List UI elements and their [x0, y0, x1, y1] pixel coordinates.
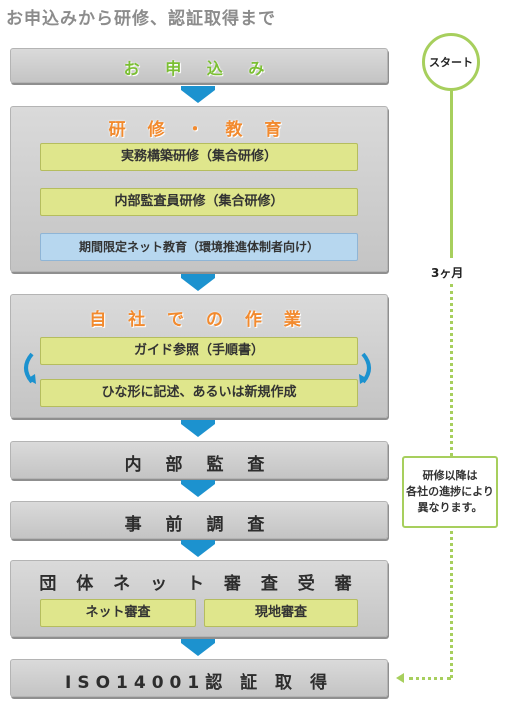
down-arrow-icon — [181, 639, 215, 656]
inhouse-item-guide: ガイド参照（手順書） — [40, 337, 358, 365]
timeline-start-label: スタート — [429, 56, 473, 69]
timeline-line-solid — [450, 90, 453, 258]
cycle-arrow-right-icon — [359, 352, 371, 384]
step-inhouse-title: 自 社 で の 作 業 — [89, 310, 309, 330]
step-apply-title: お 申 込 み — [123, 59, 275, 78]
training-item-online: 期間限定ネット教育（環境推進体制者向け） — [40, 233, 358, 261]
step-apply: お 申 込 み — [10, 48, 388, 83]
timeline-note-line-3: 異なります。 — [417, 501, 483, 514]
left-arrow-icon — [396, 673, 404, 683]
review-item-onsite: 現地審査 — [204, 599, 358, 627]
timeline-connector — [409, 677, 451, 680]
down-arrow-icon — [181, 420, 215, 437]
down-arrow-icon — [181, 274, 215, 291]
step-pre-survey-title: 事 前 調 査 — [124, 515, 274, 535]
step-certification-title: ISO14001認 証 取 得 — [65, 673, 333, 693]
timeline-note-line-1: 研修以降は — [422, 469, 478, 482]
step-training: 研 修 ・ 教 育 実務構築研修（集合研修） 内部監査員研修（集合研修） 期間限… — [10, 106, 388, 272]
step-certification: ISO14001認 証 取 得 — [10, 659, 388, 697]
step-internal-audit-title: 内 部 監 査 — [124, 455, 274, 475]
down-arrow-icon — [181, 86, 215, 103]
timeline-duration: 3ヶ月 — [431, 266, 464, 280]
step-group-review-title: 団 体 ネ ッ ト 審 査 受 審 — [39, 574, 359, 594]
review-item-net: ネット審査 — [40, 599, 196, 627]
page-title: お申込みから研修、認証取得まで — [6, 9, 276, 29]
step-training-title: 研 修 ・ 教 育 — [108, 120, 290, 140]
timeline-note-line-2: 各社の進捗により — [406, 485, 494, 498]
down-arrow-icon — [181, 480, 215, 497]
training-item-practical: 実務構築研修（集合研修） — [40, 143, 358, 171]
inhouse-item-template: ひな形に記述、あるいは新規作成 — [40, 379, 358, 407]
timeline-start: スタート — [422, 33, 480, 91]
timeline-note: 研修以降は 各社の進捗により 異なります。 — [402, 456, 498, 528]
training-item-internal-auditor: 内部監査員研修（集合研修） — [40, 188, 358, 216]
step-internal-audit: 内 部 監 査 — [10, 441, 388, 479]
step-pre-survey: 事 前 調 査 — [10, 501, 388, 539]
down-arrow-icon — [181, 540, 215, 557]
step-group-review: 団 体 ネ ッ ト 審 査 受 審 ネット審査 現地審査 — [10, 560, 388, 637]
step-inhouse-work: 自 社 で の 作 業 ガイド参照（手順書） ひな形に記述、あるいは新規作成 — [10, 294, 388, 418]
cycle-arrow-left-icon — [24, 352, 36, 384]
